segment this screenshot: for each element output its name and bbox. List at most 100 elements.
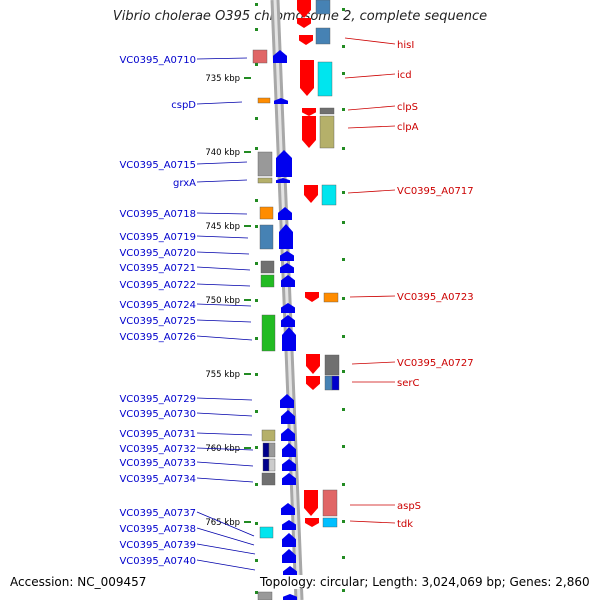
tick-mark xyxy=(255,373,258,376)
reverse-gene-block xyxy=(322,489,338,517)
forward-gene-block xyxy=(261,472,276,486)
forward-gene-arrow xyxy=(282,327,296,351)
forward-gene-arrow xyxy=(282,549,296,563)
forward-gene-label: grxA xyxy=(173,178,196,189)
forward-gene-leader xyxy=(196,212,248,215)
reverse-gene-label: VC0395_A0723 xyxy=(397,292,474,303)
forward-gene-block xyxy=(262,458,270,472)
tick-mark xyxy=(255,591,258,594)
forward-gene-label: VC0395_A0740 xyxy=(119,556,196,567)
forward-gene-arrow xyxy=(280,251,294,261)
reverse-gene-block xyxy=(315,27,331,45)
forward-gene-arrow xyxy=(281,503,295,515)
reverse-gene-block xyxy=(315,0,331,15)
forward-gene-block xyxy=(261,429,276,442)
tick-mark xyxy=(255,446,258,449)
forward-gene-leader xyxy=(196,303,252,307)
forward-gene-arrow xyxy=(279,224,293,249)
reverse-gene-arrow xyxy=(306,376,320,390)
forward-gene-label: VC0395_A0738 xyxy=(119,524,196,535)
reverse-gene-arrow xyxy=(300,60,314,96)
scale-label: 735 kbp xyxy=(205,74,240,84)
reverse-gene-block xyxy=(319,115,335,149)
forward-gene-label: cspD xyxy=(171,100,196,111)
forward-gene-block xyxy=(257,97,271,104)
forward-gene-block xyxy=(268,458,276,472)
reverse-gene-block xyxy=(317,61,333,97)
reverse-gene-block xyxy=(323,292,339,303)
forward-gene-leader xyxy=(196,283,251,287)
forward-gene-arrow xyxy=(282,443,296,457)
forward-gene-arrow xyxy=(281,275,295,287)
forward-gene-label: VC0395_A0725 xyxy=(119,316,196,327)
forward-gene-arrow xyxy=(282,473,296,485)
forward-gene-arrow xyxy=(278,207,292,220)
forward-gene-leader xyxy=(196,101,243,105)
forward-gene-label: VC0395_A0733 xyxy=(119,458,196,469)
reverse-gene-block xyxy=(324,375,333,391)
forward-gene-label: VC0395_A0734 xyxy=(119,474,196,485)
tick-mark xyxy=(342,556,345,559)
forward-gene-label: VC0395_A0710 xyxy=(119,55,196,66)
forward-gene-arrow xyxy=(282,520,296,530)
reverse-gene-arrow xyxy=(304,185,318,203)
tick-mark xyxy=(342,191,345,194)
tick-mark xyxy=(342,335,345,338)
map-title: Vibrio cholerae O395 chromosome 2, compl… xyxy=(112,9,488,24)
forward-gene-block xyxy=(259,224,274,250)
forward-gene-label: VC0395_A0737 xyxy=(119,508,196,519)
forward-gene-block xyxy=(268,442,276,458)
tick-mark xyxy=(342,147,345,150)
tick-mark xyxy=(255,147,258,150)
reverse-gene-arrow xyxy=(297,18,311,28)
forward-gene-leader xyxy=(196,161,248,165)
scale-label: 755 kbp xyxy=(205,370,240,380)
forward-gene-leader xyxy=(196,527,255,546)
forward-gene-leader xyxy=(196,57,248,60)
forward-gene-block xyxy=(252,49,268,64)
forward-gene-leader xyxy=(196,251,250,255)
reverse-gene-block xyxy=(321,184,337,206)
tick-mark xyxy=(342,8,345,11)
forward-gene-label: VC0395_A0718 xyxy=(119,209,196,220)
reverse-gene-label: VC0395_A0727 xyxy=(397,358,474,369)
reverse-gene-leader xyxy=(344,73,396,79)
tick-mark xyxy=(255,522,258,525)
forward-gene-leader xyxy=(196,461,254,467)
tick-mark xyxy=(342,108,345,111)
forward-gene-arrow xyxy=(281,410,295,424)
forward-gene-label: VC0395_A0722 xyxy=(119,280,196,291)
scale-tick xyxy=(244,521,251,523)
tick-mark xyxy=(342,370,345,373)
reverse-gene-leader xyxy=(344,37,396,45)
reverse-gene-label: hisI xyxy=(397,40,414,51)
tick-mark xyxy=(342,45,345,48)
reverse-gene-leader xyxy=(347,189,396,194)
forward-gene-label: VC0395_A0720 xyxy=(119,248,196,259)
forward-gene-arrow xyxy=(283,594,297,600)
tick-mark xyxy=(342,221,345,224)
forward-gene-leader xyxy=(196,477,254,483)
tick-mark xyxy=(255,410,258,413)
forward-gene-leader xyxy=(196,412,253,417)
forward-gene-arrow xyxy=(273,50,287,63)
forward-gene-block xyxy=(260,260,275,274)
reverse-gene-arrow xyxy=(304,490,318,516)
scale-tick xyxy=(244,77,251,79)
forward-gene-leader xyxy=(196,179,248,183)
forward-gene-label: VC0395_A0732 xyxy=(119,444,196,455)
tick-mark xyxy=(342,520,345,523)
forward-gene-block xyxy=(257,591,273,600)
forward-gene-arrow xyxy=(280,394,294,408)
topology-summary: Topology: circular; Length: 3,024,069 bp… xyxy=(258,575,592,589)
reverse-gene-arrow xyxy=(305,292,319,302)
scale-tick xyxy=(244,299,251,301)
forward-gene-leader xyxy=(196,543,256,555)
scale-label: 740 kbp xyxy=(205,148,240,158)
reverse-gene-arrow xyxy=(302,116,316,148)
tick-mark xyxy=(255,483,258,486)
tick-mark xyxy=(255,199,258,202)
scale-tick xyxy=(244,447,251,449)
scale-tick xyxy=(244,225,251,227)
